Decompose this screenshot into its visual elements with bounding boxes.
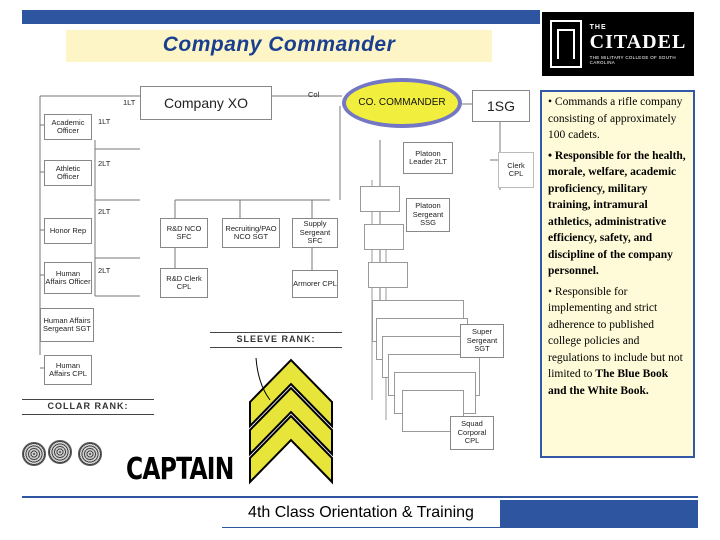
rd-nco-box: R&D NCO SFC [160, 218, 208, 248]
super-sergeant-box: Super Sergeant SGT [460, 324, 504, 358]
armorer-box: Armorer CPL [292, 270, 338, 298]
platoon-leader-box: Platoon Leader 2LT [403, 142, 453, 174]
stack-card [360, 186, 400, 212]
footer-text: 4th Class Orientation & Training [248, 504, 474, 521]
athletic-officer-box: Athletic Officer [44, 160, 92, 186]
bullet-3-text: • Responsible for implementing and stric… [548, 285, 683, 381]
citadel-logo: THE CITADEL THE MILITARY COLLEGE OF SOUT… [542, 12, 694, 76]
col-label: Col [308, 90, 320, 99]
human-affairs-sergeant-box: Human Affairs Sergeant SGT [40, 308, 94, 342]
xo-rank: 1LT [123, 98, 136, 107]
bullet-3-bold-1: The Blue Book [595, 368, 669, 380]
stack-card [368, 262, 408, 288]
bullet-3-middle: and [548, 384, 570, 397]
squad-corporal-box: Squad Corporal CPL [450, 416, 494, 450]
co-commander-node: CO. COMMANDER [342, 78, 462, 128]
bullet-1: • Commands a rifle company consisting of… [548, 96, 683, 141]
company-xo-box: Company XO [140, 86, 272, 120]
recruiting-nco-box: Recruiting/PAO NCO SGT [222, 218, 280, 248]
collar-disc-icon [22, 442, 46, 466]
athletic-rank: 2LT [98, 159, 111, 168]
page-title: Company Commander [162, 33, 396, 56]
honor-rank: 2LT [98, 207, 111, 216]
stack-card [364, 224, 404, 250]
top-bar [22, 10, 540, 24]
bullet-3: • Responsible for implementing and stric… [548, 284, 689, 400]
bullet-3-bold-2: the White Book [569, 384, 646, 397]
rd-clerk-box: R&D Clerk CPL [160, 268, 208, 298]
human-affairs-officer-box: Human Affairs Officer [44, 262, 92, 294]
first-sergeant-box: 1SG [472, 90, 530, 122]
sleeve-chevron-icon [249, 357, 333, 485]
clerk-box: Clerk CPL [498, 152, 534, 188]
honor-rep-box: Honor Rep [44, 218, 92, 244]
logo-the: THE [589, 23, 607, 31]
bullet-3-after: . [645, 384, 649, 397]
footer-bar [222, 500, 698, 528]
academic-officer-box: Academic Officer [44, 114, 92, 140]
citadel-seal-icon [550, 20, 582, 68]
rank-name: CAPTAIN [126, 452, 234, 487]
co-commander-label: CO. COMMANDER [358, 97, 446, 108]
title-background [66, 30, 492, 62]
description-panel: • Commands a rifle company consisting of… [540, 90, 695, 458]
human-affairs-cpl-box: Human Affairs CPL [44, 355, 92, 385]
collar-disc-icon [48, 440, 72, 464]
collar-disc-icon [78, 442, 102, 466]
platoon-sergeant-box: Platoon Sergeant SSG [406, 198, 450, 232]
logo-subtitle: THE MILITARY COLLEGE OF SOUTH CAROLINA [589, 54, 676, 65]
human-affairs-rank: 2LT [98, 266, 111, 275]
sleeve-rank-label: SLEEVE RANK: [210, 332, 342, 348]
bottom-rule [22, 496, 698, 498]
logo-name: CITADEL [589, 30, 687, 53]
bullet-2: • Responsible for the health, morale, we… [548, 149, 686, 278]
academic-rank: 1LT [98, 117, 111, 126]
collar-rank-label: COLLAR RANK: [22, 399, 154, 415]
supply-sergeant-box: Supply Sergeant SFC [292, 218, 338, 248]
